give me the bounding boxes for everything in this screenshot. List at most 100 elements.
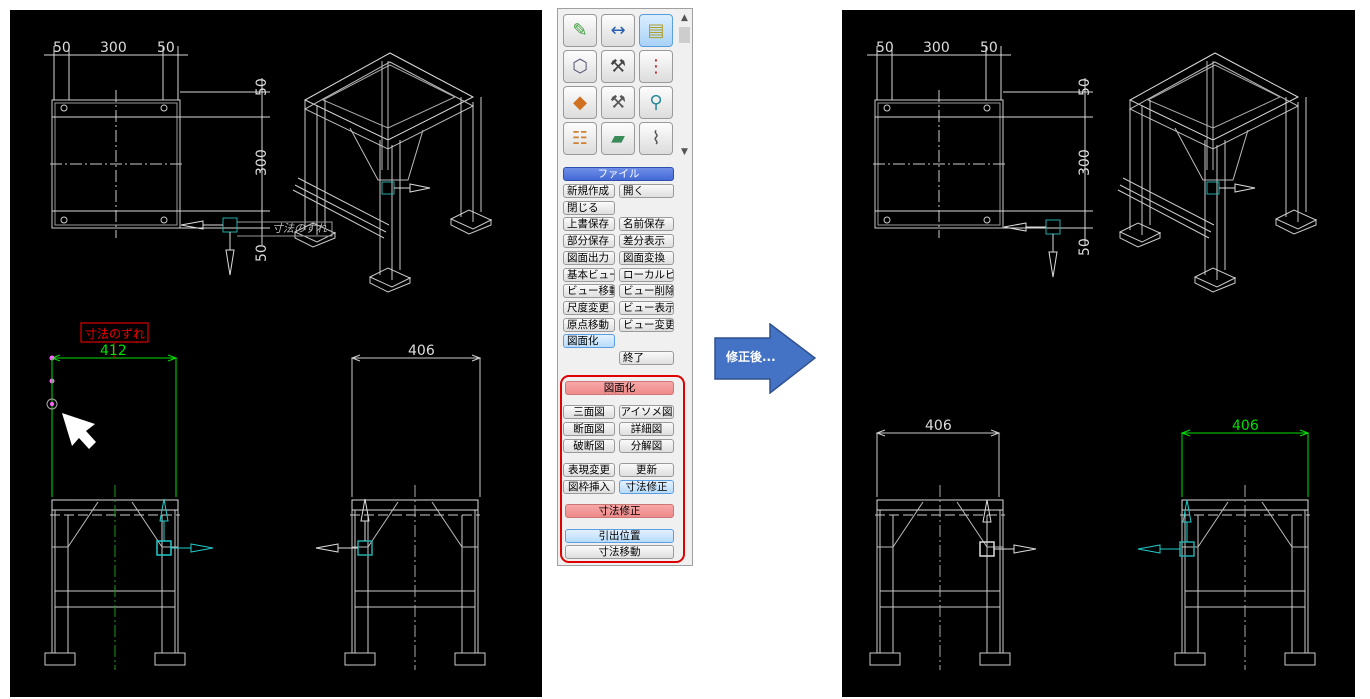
bolt-button[interactable]: ⬡ [563, 50, 597, 83]
button-file_buttons-3-0[interactable]: 部分保存 [563, 234, 615, 249]
parts-list-button[interactable]: ☷ [563, 122, 597, 155]
dim-h-3: 50 [980, 40, 998, 56]
button-file_buttons-0-1[interactable]: 開く [619, 184, 674, 198]
dimension-button[interactable]: ↔ [601, 14, 635, 47]
sketch-icon: ✎ [572, 20, 588, 41]
cube-button[interactable]: ◆ [563, 86, 597, 119]
button-drawing_buttons-0-0[interactable]: 三面図 [563, 405, 615, 419]
button-drawing_buttons-3-1[interactable]: 更新 [619, 463, 674, 477]
tree-button[interactable]: ⋮ [639, 50, 673, 83]
axis-arrow [171, 543, 214, 553]
right-arrow-icon [714, 323, 816, 394]
button-file_buttons-2-1[interactable]: 名前保存 [619, 217, 674, 232]
button-file_buttons-2-0[interactable]: 上書保存 [563, 217, 615, 232]
cad-view-before[interactable]: 50 300 50 50 300 50 寸法のずれ 寸法のずれ 412 406 [10, 10, 542, 697]
button-file_buttons-3-1[interactable]: 差分表示 [619, 234, 674, 249]
button-drawing_buttons-3-0[interactable]: 表現変更 [563, 463, 615, 477]
button-file_buttons-7-1[interactable]: ビュー表示 [619, 300, 674, 315]
cad-line [303, 61, 475, 150]
side-dimension[interactable]: 406 [1232, 418, 1259, 434]
grip-point [50, 402, 54, 406]
bolt-hole [160, 104, 168, 112]
button-drawing_buttons-2-0[interactable]: 破断図 [563, 439, 615, 453]
iso-leg [460, 97, 482, 222]
front-feet [869, 652, 1011, 666]
button-file_buttons-5-0[interactable]: 基本ビュー [563, 267, 615, 282]
axis-arrow [394, 183, 431, 193]
iso-hopper [349, 127, 424, 181]
dimfix-section-header[interactable]: 寸法修正 [565, 504, 674, 518]
pipe-button[interactable]: ⌇ [639, 122, 673, 155]
side-dimension[interactable]: 406 [408, 343, 435, 359]
sketch-button[interactable]: ✎ [563, 14, 597, 47]
tree-icon: ⋮ [647, 56, 665, 77]
highlight-box [560, 375, 685, 563]
tools-assembly-button[interactable]: ⚒ [601, 86, 635, 119]
cad-view-after[interactable]: 50 300 50 50 300 50 406 406 [842, 10, 1355, 697]
button-drawing_buttons-4-0[interactable]: 図枠挿入 [563, 480, 615, 494]
dim-h-1: 50 [53, 40, 71, 56]
cube-icon: ◆ [573, 92, 587, 113]
annotation-label-top: 寸法のずれ [272, 222, 328, 235]
front-legs [351, 510, 479, 653]
button-drawing_buttons-4-1[interactable]: 寸法修正 [619, 480, 674, 494]
dim-v-1: 50 [254, 78, 270, 96]
button-file_buttons-4-0[interactable]: 図面出力 [563, 250, 615, 265]
front-feet [44, 652, 186, 666]
button-file_buttons-5-1[interactable]: ローカルビュー [619, 267, 674, 282]
bolt-icon: ⬡ [572, 56, 588, 77]
cad-line [54, 102, 178, 226]
front-braces [52, 501, 178, 548]
iso-foot [368, 267, 412, 293]
axis-arrow [159, 498, 169, 541]
bolt-hole [160, 216, 168, 224]
extrude-icon: ▰ [611, 128, 625, 149]
iso-foot [449, 209, 493, 235]
front-dimension[interactable]: 406 [925, 418, 952, 434]
scroll-down-icon[interactable]: ▼ [681, 147, 688, 157]
axis-arrow [1137, 499, 1192, 554]
dim-v-1: 50 [1077, 78, 1093, 96]
dimension-move-button[interactable]: 寸法移動 [565, 545, 674, 559]
layers-button[interactable]: ▤ [639, 14, 673, 47]
cad-canvas-after[interactable]: 50 300 50 50 300 50 406 406 [842, 10, 1355, 697]
button-file_buttons-6-0[interactable]: ビュー移動 [563, 284, 615, 299]
button-drawing_buttons-1-1[interactable]: 詳細図 [619, 422, 674, 436]
button-file_buttons-4-1[interactable]: 図面変換 [619, 250, 674, 265]
icon-scrollbar[interactable]: ▲ ▼ [677, 11, 692, 159]
button-drawing_buttons-2-1[interactable]: 分解図 [619, 439, 674, 453]
button-drawing_buttons-1-0[interactable]: 断面図 [563, 422, 615, 436]
front-dimension[interactable]: 412 [100, 343, 127, 359]
scroll-thumb[interactable] [679, 27, 690, 43]
dim-h-2: 300 [923, 40, 950, 56]
button-file_buttons-0-0[interactable]: 新規作成 [563, 184, 615, 198]
button-file_buttons-8-0[interactable]: 原点移動 [563, 317, 615, 332]
button-file_buttons-7-0[interactable]: 尺度変更 [563, 300, 615, 315]
dim-h-3: 50 [157, 40, 175, 56]
drawing-section-header[interactable]: 図面化 [565, 381, 674, 395]
button-file_buttons-1-0[interactable]: 閉じる [563, 200, 615, 215]
dimension-arrows [1180, 429, 1310, 437]
file-menu-header[interactable]: ファイル [563, 167, 674, 181]
iso-leg [1129, 100, 1151, 235]
iso-rail [292, 177, 390, 239]
front-legs [876, 510, 1004, 653]
button-file_buttons-10-1[interactable]: 終了 [619, 351, 674, 365]
dimension-arrows [350, 354, 482, 362]
button-file_buttons-9-0[interactable]: 図面化 [563, 334, 615, 349]
button-file_buttons-6-1[interactable]: ビュー削除 [619, 284, 674, 299]
button-file_buttons-8-1[interactable]: ビュー変更 [619, 317, 674, 332]
scroll-up-icon[interactable]: ▲ [681, 13, 688, 23]
button-drawing_buttons-0-1[interactable]: アイソメ図 [619, 405, 674, 419]
cad-line [877, 102, 1001, 226]
bolt-hole [60, 104, 68, 112]
extrude-button[interactable]: ▰ [601, 122, 635, 155]
analysis-button[interactable]: ⚲ [639, 86, 673, 119]
axis-arrow [1003, 222, 1058, 278]
dim-v-3: 50 [254, 244, 270, 262]
arrow-label: 修正後... [726, 350, 776, 364]
axis-arrow [315, 498, 370, 553]
cad-canvas-before[interactable]: 50 300 50 50 300 50 寸法のずれ 寸法のずれ 412 406 [10, 10, 542, 697]
leader-position-button[interactable]: 引出位置 [565, 529, 674, 543]
tools-button[interactable]: ⚒ [601, 50, 635, 83]
